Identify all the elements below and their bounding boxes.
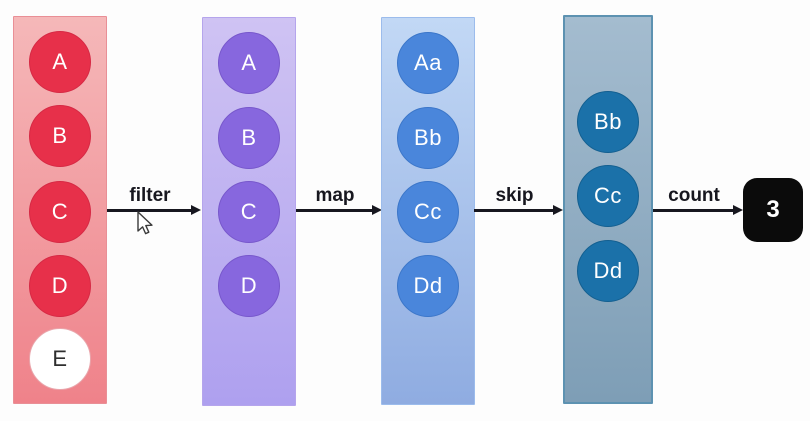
stream-item-circle: C xyxy=(29,181,91,243)
arrow-shaft xyxy=(653,209,734,212)
stream-item-circle: Cc xyxy=(577,165,639,227)
stream-item-circle: Aa xyxy=(397,32,459,94)
stream-item-circle-filtered-out: E xyxy=(29,328,91,390)
operator-label-count: count xyxy=(668,185,720,206)
stage-source-stream: A B C D E xyxy=(13,16,107,404)
stream-item-circle: D xyxy=(218,255,280,317)
stream-item-circle: Bb xyxy=(577,91,639,153)
arrow-filter: filter xyxy=(107,185,201,225)
arrowhead-icon xyxy=(191,205,201,215)
stream-item-circle: A xyxy=(218,32,280,94)
count-result-box: 3 xyxy=(743,178,803,242)
mouse-cursor-icon xyxy=(137,211,153,235)
operator-label-skip: skip xyxy=(495,185,534,206)
arrow-shaft xyxy=(107,209,192,212)
arrow-shaft xyxy=(474,209,554,212)
stream-item-circle: Dd xyxy=(397,255,459,317)
operator-label-filter: filter xyxy=(129,185,171,206)
stream-item-circle: A xyxy=(29,31,91,93)
stream-item-circle: Bb xyxy=(397,107,459,169)
stream-item-circle: B xyxy=(29,105,91,167)
stream-item-circle: C xyxy=(218,181,280,243)
arrow-map: map xyxy=(296,185,382,225)
stage-after-map: Aa Bb Cc Dd xyxy=(381,17,475,405)
stream-item-circle: B xyxy=(218,107,280,169)
operator-label-map: map xyxy=(315,185,355,206)
arrow-skip: skip xyxy=(474,185,563,225)
stream-item-circle: D xyxy=(29,255,91,317)
arrowhead-icon xyxy=(553,205,563,215)
count-result-value: 3 xyxy=(766,196,780,223)
stage-after-skip: Bb Cc Dd xyxy=(563,15,653,404)
stream-item-circle: Dd xyxy=(577,240,639,302)
arrowhead-icon xyxy=(372,205,382,215)
arrow-shaft xyxy=(296,209,373,212)
arrow-count: count xyxy=(653,185,743,225)
stream-item-circle: Cc xyxy=(397,181,459,243)
stage-after-filter: A B C D xyxy=(202,17,296,406)
arrowhead-icon xyxy=(733,205,743,215)
